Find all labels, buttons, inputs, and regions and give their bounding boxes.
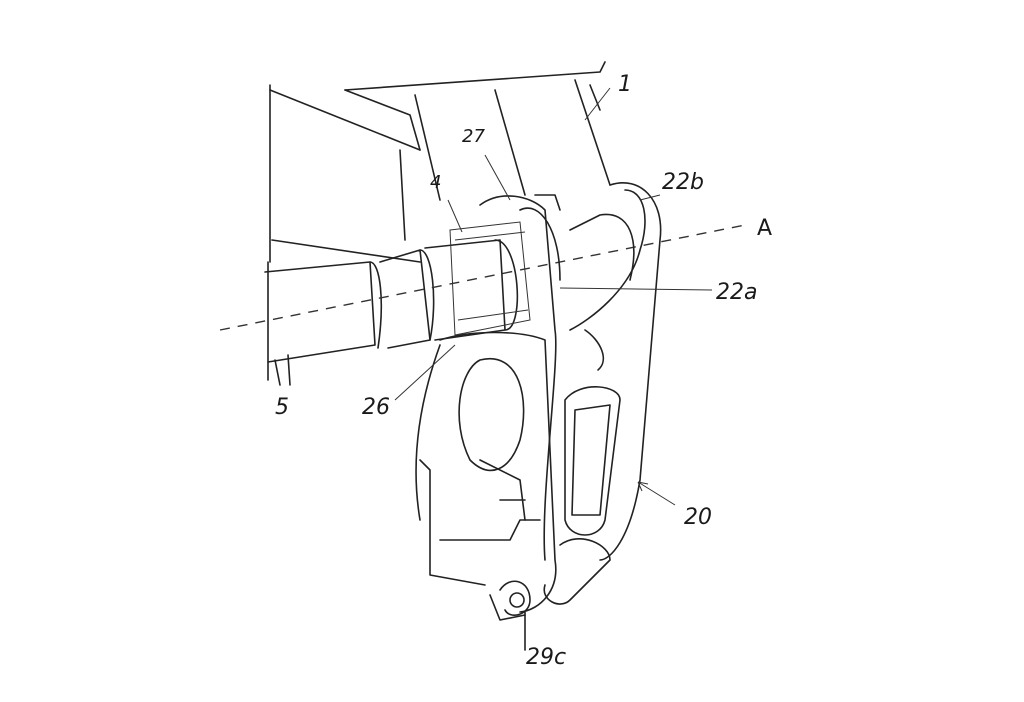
label-22a: 22a: [716, 280, 758, 305]
label-5: 5: [275, 395, 289, 420]
label-26: 26: [362, 395, 390, 420]
axis-line: [219, 224, 746, 331]
leader-lines: [394, 87, 713, 506]
label-27: 27: [462, 126, 485, 147]
label-22b: 22b: [662, 170, 704, 195]
label-1: 1: [618, 72, 632, 97]
label-20: 20: [684, 505, 712, 530]
label-axis-a: A: [757, 216, 773, 241]
label-29c: 29c: [526, 645, 567, 670]
frame-member: [269, 61, 611, 263]
label-4: 4: [430, 172, 442, 193]
bracket: [415, 182, 662, 651]
shaft: [264, 221, 531, 386]
